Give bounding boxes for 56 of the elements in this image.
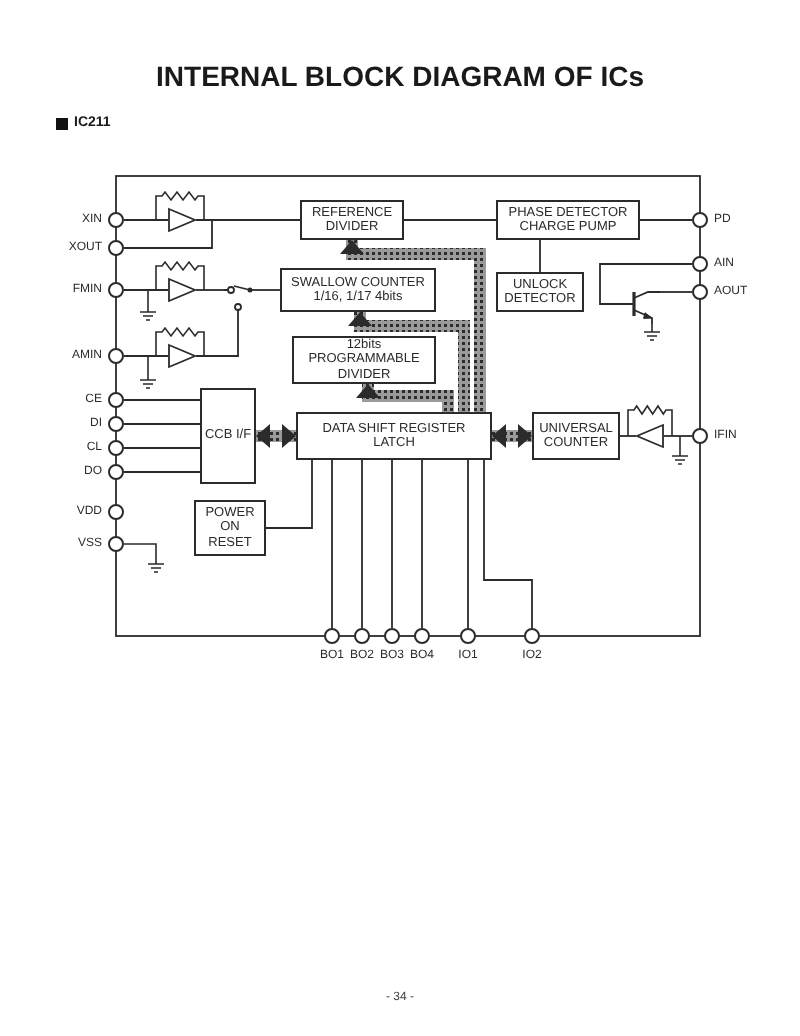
pin-terminal [692,212,708,228]
amplifier-symbol [636,424,664,448]
amplifier-symbol [168,278,196,302]
connector-line [195,315,239,357]
connector-line [331,459,333,629]
connector-line [123,423,201,425]
pin-terminal [108,416,124,432]
pin-terminal [692,256,708,272]
pin-terminal [108,240,124,256]
connector-line [123,219,213,249]
title: INTERNAL BLOCK DIAGRAM OF ICs [156,60,644,92]
connector-line [467,459,469,629]
pin-terminal [108,536,124,552]
connector-line [265,459,313,529]
connector-line [421,459,423,629]
bus-arrow [340,240,486,412]
bus-arrow [348,312,470,412]
pin-terminal [414,628,430,644]
connector-line [391,459,393,629]
connector-line [123,355,169,357]
amplifier-symbol [168,208,196,232]
connector-line [483,459,533,629]
pin-terminal [108,282,124,298]
connector-line [123,447,201,449]
pin-terminal [108,212,124,228]
pin-terminal [108,504,124,520]
pin-terminal [460,628,476,644]
connector-line [599,263,693,305]
connector-line [123,289,169,291]
pin-terminal [524,628,540,644]
connector-line [123,219,169,221]
connector-line [123,471,201,473]
pin-terminal [354,628,370,644]
connector-line [619,435,637,437]
pin-terminal [692,284,708,300]
connector-line [123,399,201,401]
bus-arrow [256,424,296,448]
connector-line [663,435,693,437]
pin-terminal [108,464,124,480]
connector-line [403,219,497,221]
pin-terminal [384,628,400,644]
connector-line [251,289,281,291]
pin-terminal [108,392,124,408]
pin-terminal [324,628,340,644]
pin-terminal [692,428,708,444]
connector-line [361,459,363,629]
amplifier-symbol [168,344,196,368]
bus-arrow [492,424,532,448]
pin-terminal [108,348,124,364]
connector-line [659,291,693,293]
connector-line [195,289,225,291]
connector-line [539,239,541,273]
connector-line [639,219,693,221]
bus-arrow [356,384,454,412]
connector-line [195,219,301,221]
pin-terminal [108,440,124,456]
